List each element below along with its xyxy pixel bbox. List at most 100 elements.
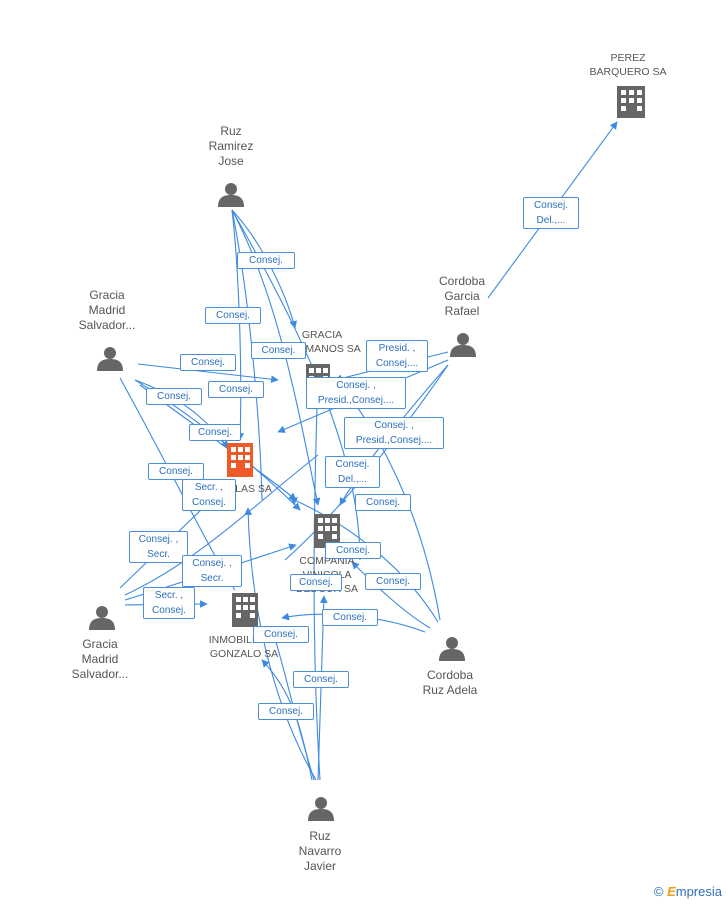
edge-label-line: Consej. bbox=[261, 345, 296, 356]
edge-label[interactable]: Consej. bbox=[293, 671, 349, 688]
edge-label-line: Presid. , bbox=[378, 343, 416, 354]
edge-label-line: Presid.,Consej.... bbox=[355, 435, 433, 446]
name-line: Madrid bbox=[88, 303, 126, 317]
edge-label-line: Consej. bbox=[304, 674, 338, 685]
company-alas[interactable]: ALAS SA bbox=[210, 482, 290, 496]
name-line: Jose bbox=[218, 154, 244, 168]
person-icon bbox=[308, 797, 334, 821]
edge-label[interactable]: Consej. bbox=[355, 494, 411, 511]
name-line: Gracia bbox=[82, 637, 118, 651]
edge-label-line: Consej. bbox=[198, 427, 232, 438]
person-ruz-navarro-javier[interactable]: Ruz Navarro Javier bbox=[282, 829, 358, 874]
edge-label[interactable]: Consej. Del.,... bbox=[523, 197, 579, 229]
person-icon bbox=[97, 347, 123, 371]
name-line: Madrid bbox=[81, 652, 119, 666]
building-icon bbox=[617, 86, 645, 118]
edge-label-line: Consej. bbox=[159, 466, 193, 477]
person-icon bbox=[218, 183, 244, 207]
name-line: Ramirez bbox=[208, 139, 254, 153]
edge bbox=[317, 595, 328, 781]
brand-name: mpresia bbox=[675, 884, 722, 899]
edge bbox=[231, 209, 245, 441]
edge-label-line: Presid.,Consej.... bbox=[317, 395, 395, 406]
name-line: ALAS SA bbox=[228, 483, 272, 495]
person-icon bbox=[439, 637, 465, 661]
name-line: Cordoba bbox=[438, 274, 486, 288]
brand-logo[interactable]: © Empresia bbox=[654, 884, 722, 899]
edge-label-line: Consej. bbox=[299, 577, 333, 588]
company-perez-barquero[interactable]: PEREZ BARQUERO SA bbox=[578, 51, 678, 79]
person-gracia-madrid-top[interactable]: Gracia Madrid Salvador... bbox=[67, 288, 147, 333]
edge-label-line: Del.,... bbox=[338, 474, 367, 485]
name-line: Ruz Adela bbox=[422, 683, 478, 697]
edge-label[interactable]: Consej. bbox=[325, 542, 381, 559]
building-icon bbox=[232, 593, 258, 627]
person-icon bbox=[89, 606, 115, 630]
edge-label[interactable]: Consej. bbox=[237, 252, 295, 269]
edge-label-line: Consej. , bbox=[374, 420, 414, 431]
edge-label[interactable]: Secr. , Consej. bbox=[182, 479, 236, 511]
name-line: Ruz bbox=[220, 124, 242, 138]
person-ruz-ramirez-jose[interactable]: Ruz Ramirez Jose bbox=[196, 124, 266, 169]
edge-label[interactable]: Secr. ,Consej. bbox=[143, 587, 195, 619]
name-line: Rafael bbox=[444, 304, 480, 318]
name-line: GRACIA bbox=[301, 329, 343, 341]
building-icon-highlighted bbox=[227, 443, 253, 477]
edge bbox=[244, 507, 317, 781]
edge bbox=[231, 209, 321, 506]
person-icons bbox=[89, 183, 476, 821]
name-line: Gracia bbox=[89, 288, 125, 302]
edge-label-line: Consej. bbox=[191, 357, 225, 368]
name-line: PEREZ bbox=[610, 52, 646, 64]
edge-label[interactable]: Consej. bbox=[253, 626, 309, 643]
copyright-symbol: © bbox=[653, 884, 664, 899]
name-line: BARQUERO SA bbox=[589, 66, 667, 78]
edge-label-line: Consej. bbox=[333, 612, 367, 623]
edge-label-line: Consej. , bbox=[138, 534, 179, 545]
name-line: Ruz bbox=[309, 829, 331, 843]
edge-label[interactable]: Consej. bbox=[208, 381, 264, 398]
name-line: GONZALO SA bbox=[209, 648, 279, 660]
edge-label-line: Consej. bbox=[249, 255, 283, 266]
edge-label[interactable]: Consej. , Secr. bbox=[129, 531, 188, 563]
edge-label[interactable]: Presid. ,Consej.... bbox=[366, 340, 428, 372]
edge-label[interactable]: Consej. ,Secr. bbox=[182, 555, 242, 587]
edge-label-line: Consej. bbox=[192, 497, 226, 508]
edge-label-line: Consej. bbox=[376, 576, 410, 587]
edge-label[interactable]: Consej. bbox=[290, 574, 342, 591]
brand-initial: E bbox=[667, 884, 676, 899]
name-line: Salvador... bbox=[71, 667, 129, 681]
edge-label-line: Consej. , bbox=[336, 380, 376, 391]
edge-label[interactable]: Consej. bbox=[148, 463, 204, 480]
edge-label[interactable]: Consej.Del.,... bbox=[325, 456, 380, 488]
edge-label[interactable]: Consej. bbox=[189, 424, 241, 441]
name-line: Navarro bbox=[298, 844, 342, 858]
edge-label[interactable]: Consej. bbox=[322, 609, 378, 626]
edge-label[interactable]: Consej. , Presid.,Consej.... bbox=[344, 417, 444, 449]
edge-label-line: Secr. bbox=[147, 549, 170, 560]
edge-label[interactable]: Consej. bbox=[365, 573, 421, 590]
person-cordoba-garcia-rafael[interactable]: Cordoba Garcia Rafael bbox=[422, 274, 502, 319]
edge-label[interactable]: Consej. bbox=[205, 307, 261, 324]
edge-label-line: Consej. bbox=[157, 391, 191, 402]
edge-label[interactable]: Consej. bbox=[146, 388, 202, 405]
edge-label[interactable]: Consej. , Presid.,Consej.... bbox=[306, 377, 406, 409]
edge-label[interactable]: Consej. bbox=[258, 703, 314, 720]
name-line: Salvador... bbox=[78, 318, 136, 332]
edge-label[interactable]: Consej. bbox=[251, 342, 306, 359]
edge-label-line: Consej. bbox=[534, 200, 568, 211]
edge-label-line: Secr. , bbox=[194, 482, 224, 493]
person-cordoba-ruz-adela[interactable]: Cordoba Ruz Adela bbox=[410, 668, 490, 698]
edge-label-line: Del.,... bbox=[536, 215, 566, 226]
edge-label-line: Consej. bbox=[264, 629, 298, 640]
edge-label-line: Consej. bbox=[366, 497, 400, 508]
name-line: Cordoba bbox=[426, 668, 474, 682]
edge-label-line: Consej. bbox=[219, 384, 253, 395]
edge-label[interactable]: Consej. bbox=[180, 354, 236, 371]
name-line: Javier bbox=[303, 859, 336, 873]
person-gracia-madrid-bottom[interactable]: Gracia Madrid Salvador... bbox=[60, 637, 140, 682]
edge bbox=[137, 363, 279, 384]
edge-label-line: Consej. bbox=[152, 605, 186, 616]
edge bbox=[124, 454, 319, 596]
